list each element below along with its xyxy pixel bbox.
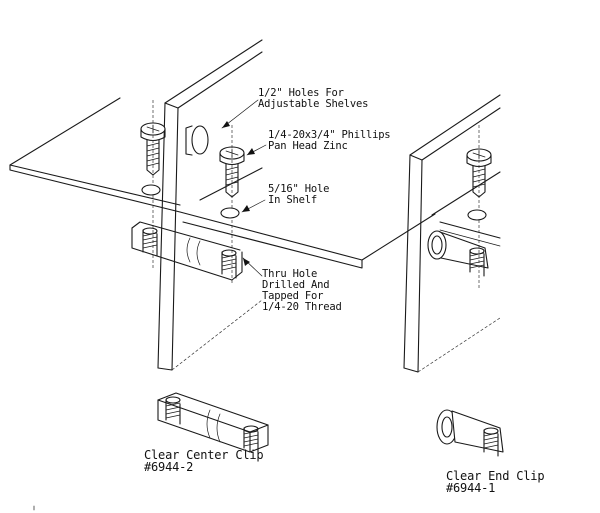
right-panel-cap xyxy=(409,154,423,161)
center-clip-part xyxy=(157,392,269,453)
right-panel-top-back xyxy=(421,107,501,161)
label-thru-1: Thru Hole xyxy=(262,268,317,280)
left-shelf-front-edge xyxy=(9,164,181,206)
center-clip-installed xyxy=(131,221,243,281)
caption-center-part: #6944-2 xyxy=(144,460,193,474)
arrow-shelf-hole xyxy=(242,205,250,212)
panel-left-edge xyxy=(157,102,166,369)
right-shelf-thickness xyxy=(439,229,501,247)
label-screw-1: 1/4-20x3/4" Phillips xyxy=(268,129,390,141)
label-holes-1: 1/2" Holes For xyxy=(258,87,344,99)
right-panel-left xyxy=(403,154,411,369)
arrow-holes xyxy=(222,121,230,128)
right-panel-top-front xyxy=(409,94,501,156)
label-screw-2: Pan Head Zinc xyxy=(268,140,348,152)
end-clip-installed xyxy=(427,230,489,277)
end-clip-part xyxy=(436,409,504,457)
right-shelf-front xyxy=(439,221,501,239)
left-assembly xyxy=(9,39,436,371)
caption-end-name: Clear End Clip xyxy=(446,469,544,483)
shelf-hole-outer xyxy=(191,125,209,155)
right-assembly xyxy=(403,94,501,373)
panel-top-edge-front xyxy=(164,39,263,104)
left-shelf-back-edge xyxy=(9,97,121,166)
right-shelf-back xyxy=(431,171,501,216)
right-panel-front xyxy=(417,159,423,373)
shelf-hole-left xyxy=(141,184,161,196)
label-shelfhole-2: In Shelf xyxy=(268,194,317,206)
right-panel-bottom xyxy=(403,367,419,373)
shelf-hole-right xyxy=(220,207,240,219)
panel-top-edge-back xyxy=(177,51,263,109)
panel-bottom xyxy=(157,367,173,371)
right-panel-hidden xyxy=(417,317,501,373)
center-shelf-front xyxy=(179,211,363,269)
arrow-screw xyxy=(247,148,255,155)
panel-hidden-edge xyxy=(171,299,263,371)
center-shelf-right-edge xyxy=(361,213,436,261)
label-thru-3: Tapped For xyxy=(262,290,323,302)
arrow-thru xyxy=(243,258,250,266)
label-thru-4: 1/4-20 Thread xyxy=(262,301,342,313)
caption-end-part: #6944-1 xyxy=(446,481,495,495)
caption-center-name: Clear Center Clip xyxy=(144,448,263,462)
shelf-hole-end xyxy=(467,209,487,221)
left-shelf-thickness xyxy=(9,164,181,213)
shelf-hole-sleeve xyxy=(185,125,193,156)
label-holes-2: Adjustable Shelves xyxy=(258,98,368,110)
screw-left xyxy=(140,122,166,176)
panel-front-edge xyxy=(171,107,179,371)
label-thru-2: Drilled And xyxy=(262,279,329,291)
label-shelfhole-1: 5/16" Hole xyxy=(268,183,329,195)
leaders xyxy=(221,99,267,277)
panel-top-cap xyxy=(164,102,179,109)
